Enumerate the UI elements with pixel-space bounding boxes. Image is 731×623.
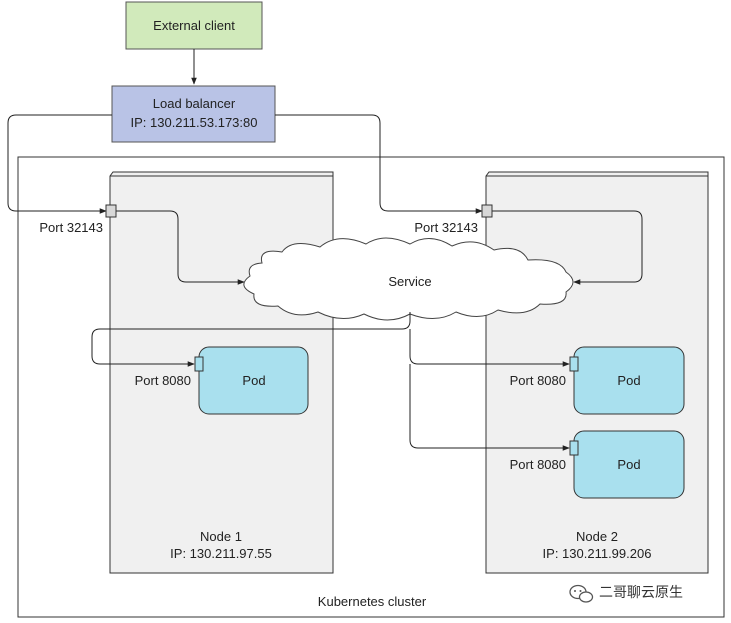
pod-1-port-label: Port 8080: [135, 373, 191, 388]
lb-to-node2-port-line: [275, 114, 483, 214]
pod-3-port-square[interactable]: [569, 440, 579, 456]
external-client-box[interactable]: [125, 1, 263, 50]
pod-2[interactable]: [573, 346, 685, 415]
node-1-name: Node 1: [200, 529, 242, 544]
load-balancer-ip: IP: 130.211.53.173:80: [131, 115, 258, 130]
service-label: Service: [388, 274, 431, 289]
pod-2-port-square[interactable]: [569, 356, 579, 372]
wechat-icon: [569, 584, 594, 603]
node-2-ip: IP: 130.211.99.206: [543, 546, 652, 561]
node1-port-to-service-line: [116, 210, 245, 285]
node-1-ip: IP: 130.211.97.55: [170, 546, 272, 561]
service-to-pod1-line: [91, 312, 411, 367]
service-cloud[interactable]: [243, 237, 574, 321]
pod-3-label: Pod: [617, 457, 640, 472]
watermark: 二哥聊云原生: [563, 575, 717, 607]
external-client-label: External client: [153, 18, 235, 33]
lb-to-node1-port-line: [7, 114, 112, 214]
service-to-pod2-line: [409, 329, 570, 367]
node-2-port-square[interactable]: [481, 204, 493, 218]
watermark-text: 二哥聊云原生: [599, 585, 683, 601]
node-1-port-square[interactable]: [105, 204, 117, 218]
service-to-pod3-line: [409, 364, 570, 451]
pod-3[interactable]: [573, 430, 685, 499]
pod-1-label: Pod: [242, 373, 265, 388]
load-balancer-label: Load balancer: [153, 96, 236, 111]
pod-2-port-label: Port 8080: [510, 373, 566, 388]
node-2-port-label: Port 32143: [414, 220, 478, 235]
pod-1[interactable]: [198, 346, 309, 415]
node-2-name: Node 2: [576, 529, 618, 544]
node2-port-to-service-line: [492, 210, 643, 285]
cluster-label: Kubernetes cluster: [318, 594, 427, 609]
pod-2-label: Pod: [617, 373, 640, 388]
pod-3-port-label: Port 8080: [510, 457, 566, 472]
pod-1-port-square[interactable]: [194, 356, 204, 372]
node-1-port-label: Port 32143: [39, 220, 103, 235]
load-balancer-box[interactable]: [111, 85, 276, 143]
